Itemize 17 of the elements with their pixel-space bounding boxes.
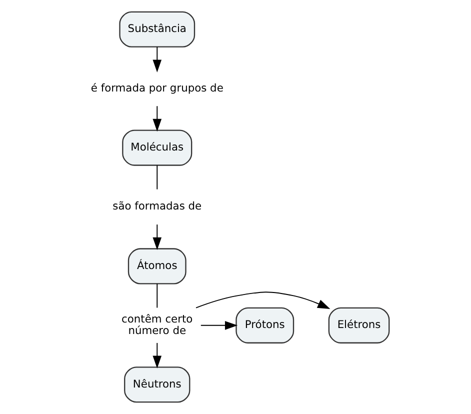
arrow (152, 342, 162, 368)
node-text: é formada por grupos de (90, 81, 223, 94)
node-box: Átomos (127, 248, 186, 284)
arrow (152, 224, 162, 250)
connector (156, 164, 158, 190)
node-box: Substância (118, 11, 195, 48)
node-box: Moléculas (122, 130, 192, 166)
arrow (200, 321, 238, 330)
node-text: contêm certo número de (121, 312, 192, 337)
node-box: Elétrons (328, 307, 390, 344)
node-box: Nêutrons (124, 366, 190, 403)
node-box: Prótons (235, 307, 294, 344)
connector (156, 283, 158, 308)
arrow (152, 106, 162, 132)
arrow (195, 292, 330, 310)
arrow (152, 46, 162, 72)
node-text: são formadas de (112, 200, 202, 213)
